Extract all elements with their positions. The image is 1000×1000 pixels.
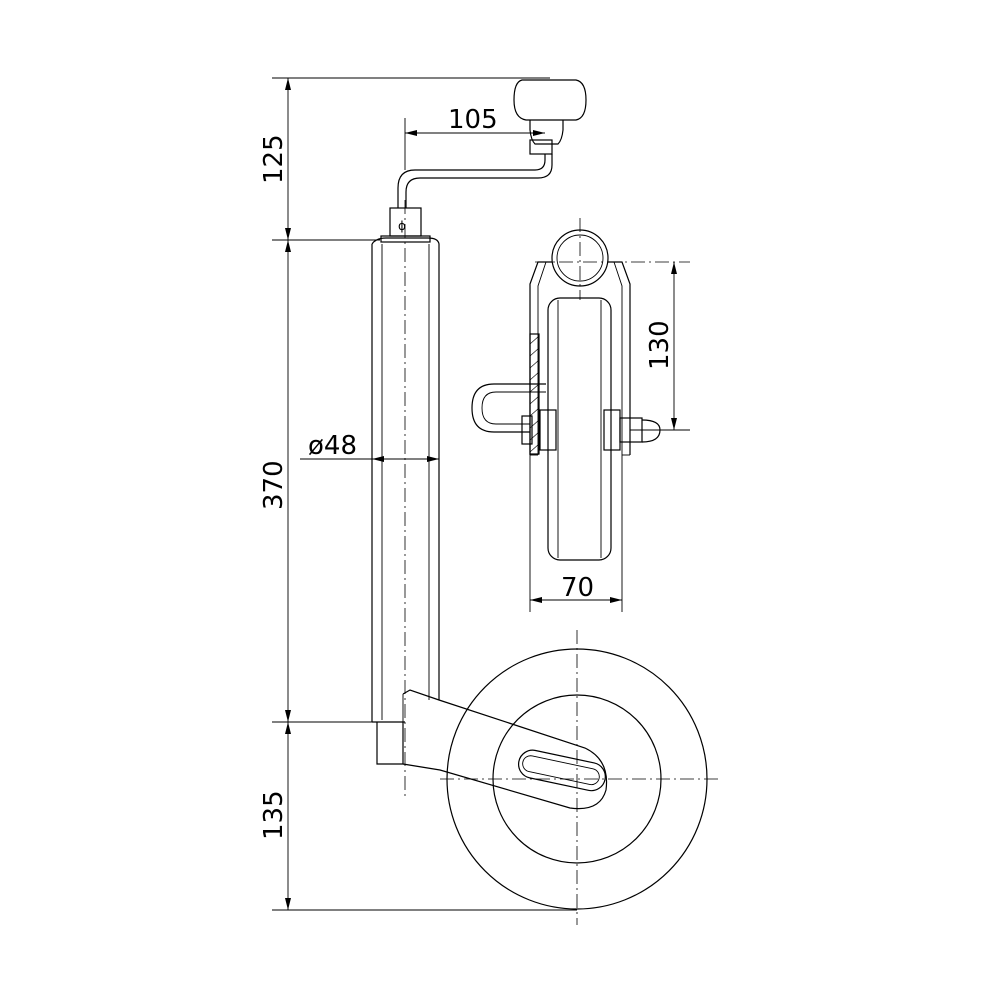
- tube-section: [535, 218, 690, 300]
- side-view: ϕ: [259, 77, 720, 925]
- dim-wheel-width: 70: [529, 455, 623, 612]
- bolt-mark: ϕ: [398, 219, 406, 233]
- dim-tube-length: 370: [259, 240, 372, 723]
- dim-bottom-height: 135: [259, 722, 577, 911]
- dim-axle-height-label: 130: [645, 320, 675, 370]
- wheel: [440, 630, 720, 925]
- dim-top-height: 125: [259, 77, 550, 241]
- dim-axle-height: 130: [630, 262, 690, 431]
- dim-tube-length-label: 370: [259, 460, 289, 510]
- dim-tube-diameter-label: ø48: [308, 431, 357, 461]
- dim-crank-offset: 105: [404, 105, 545, 170]
- dim-wheel-width-label: 70: [561, 573, 594, 603]
- crank-knob: [513, 79, 587, 155]
- collar: ϕ: [380, 207, 431, 243]
- dim-tube-diameter: ø48: [300, 431, 439, 462]
- wheel-front: [547, 297, 612, 561]
- fork-arm: [376, 689, 608, 810]
- front-view: 130 70: [471, 218, 690, 612]
- dim-top-height-label: 125: [259, 134, 289, 184]
- crank-arm: [397, 154, 553, 208]
- locking-pin: [471, 383, 546, 433]
- dim-crank-offset-label: 105: [448, 105, 498, 135]
- dim-bottom-height-label: 135: [259, 790, 289, 840]
- main-tube: [371, 200, 440, 800]
